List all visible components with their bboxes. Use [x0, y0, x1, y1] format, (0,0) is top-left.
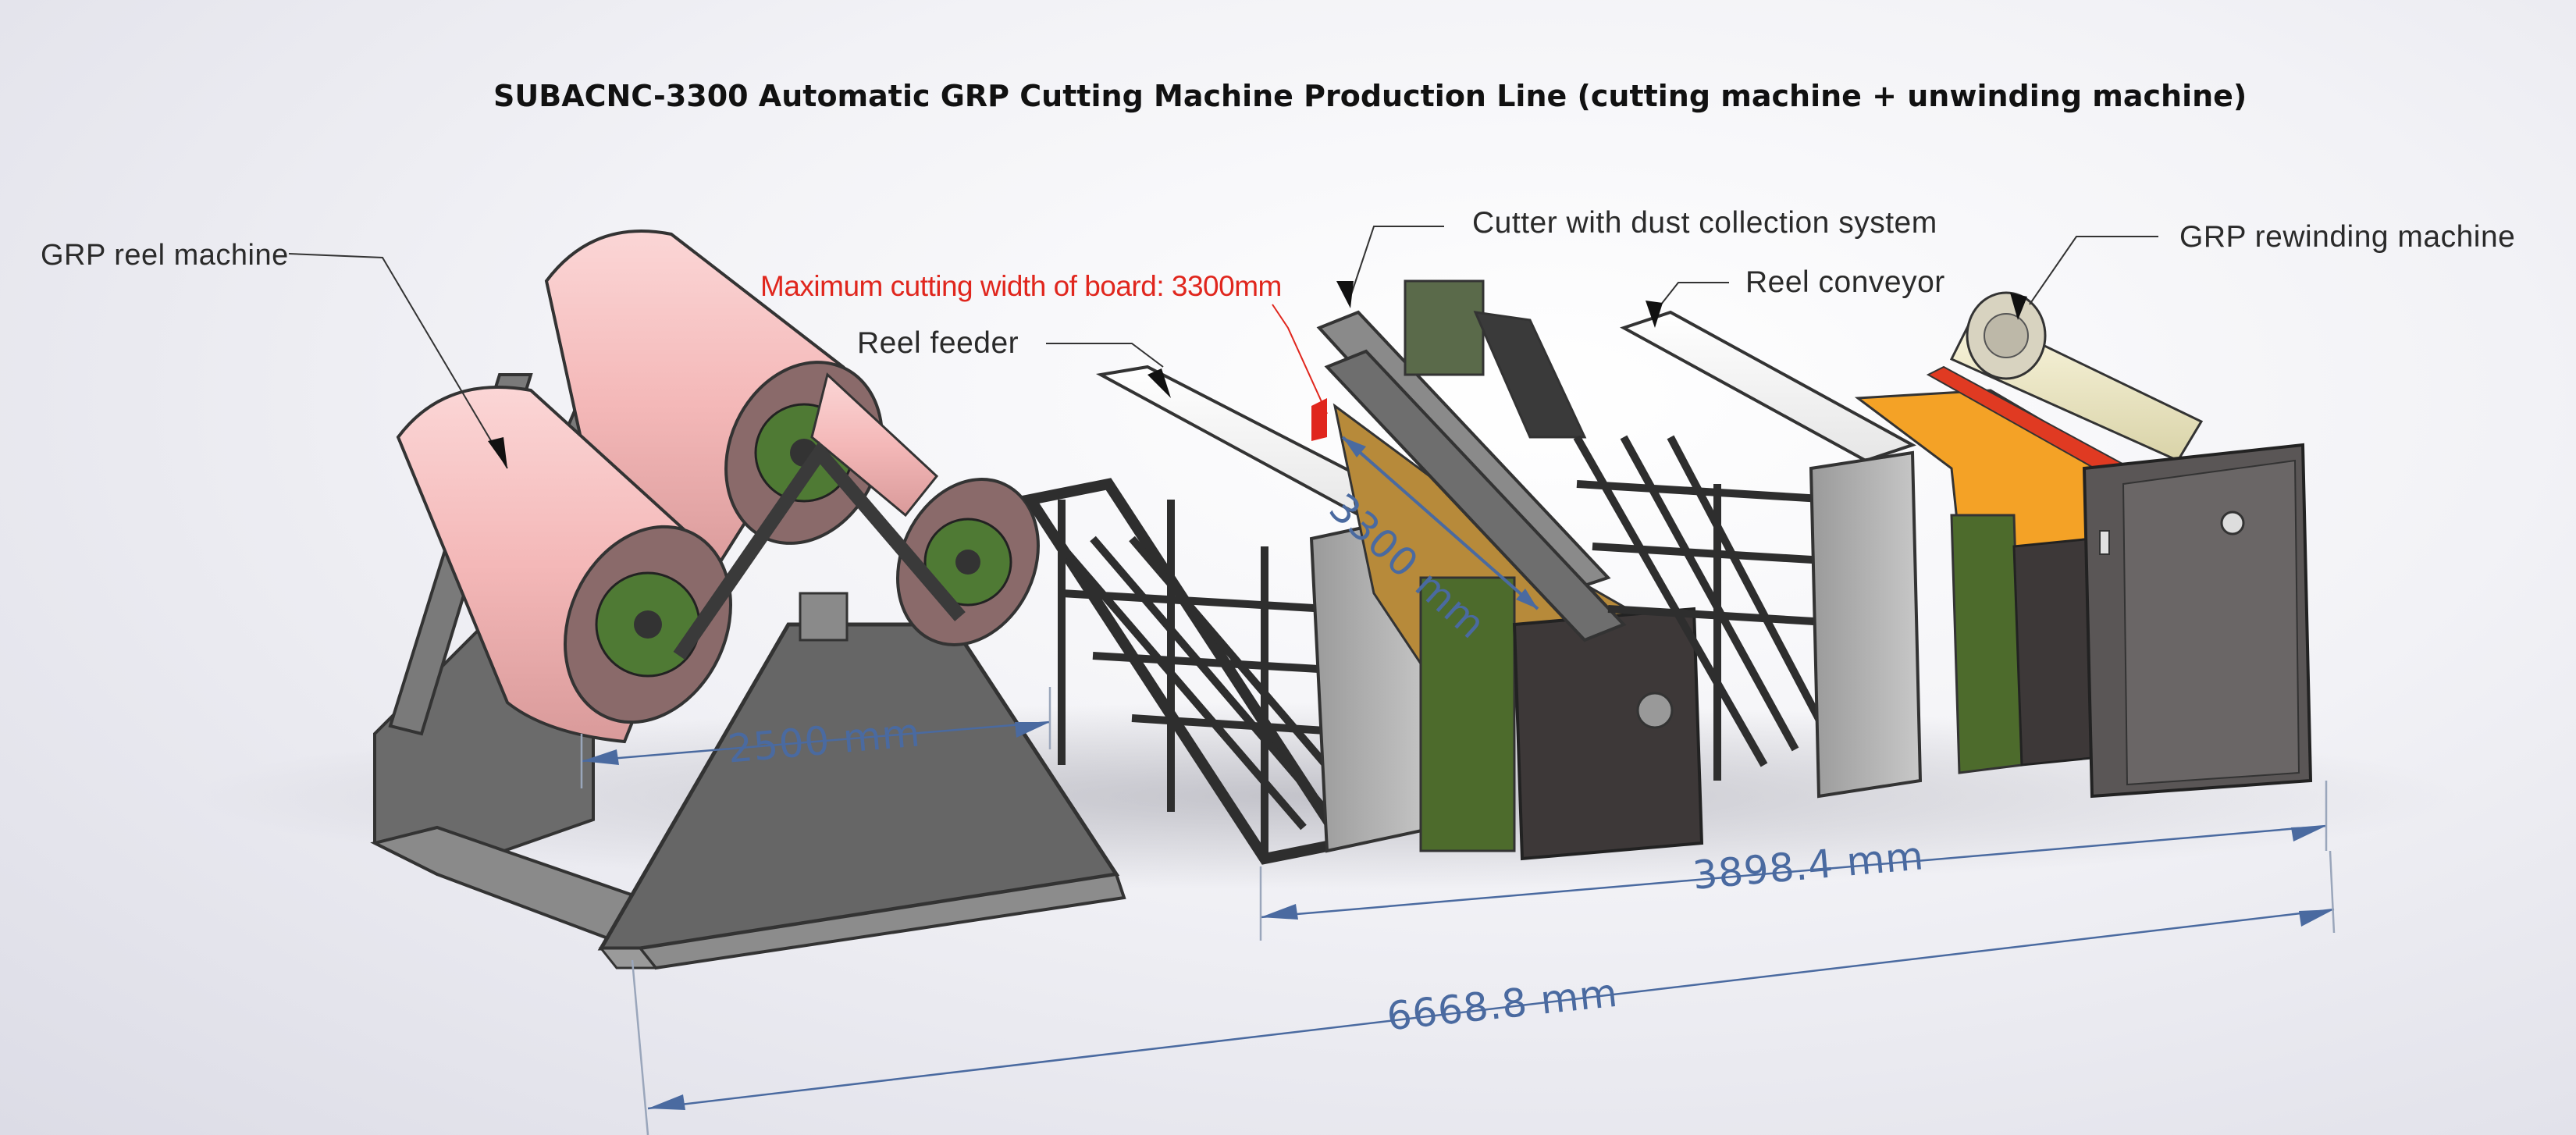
label-grp-reel-machine: GRP reel machine	[41, 239, 289, 272]
label-cutter: Cutter with dust collection system	[1472, 206, 1937, 240]
page-title: SUBACNC-3300 Automatic GRP Cutting Machi…	[493, 79, 2247, 113]
label-reel-conveyor: Reel conveyor	[1745, 265, 1945, 299]
rear-reel	[544, 229, 1040, 646]
grp-reel-machine	[370, 229, 1126, 970]
label-max-cutting-width: Maximum cutting width of board: 3300mm	[760, 270, 1282, 302]
leader-arrowheads	[488, 281, 2027, 468]
red-leader-line	[1272, 304, 1328, 415]
front-reel	[396, 386, 732, 744]
reel-conveyor	[1573, 310, 1923, 799]
label-grp-rewinding-machine: GRP rewinding machine	[2179, 220, 2516, 254]
leader-lines	[288, 226, 2158, 469]
label-reel-feeder: Reel feeder	[857, 326, 1019, 360]
cutter-machine	[1311, 279, 1704, 861]
grp-rewinding-machine	[1854, 291, 2313, 799]
dimension-lines	[580, 687, 2336, 1135]
